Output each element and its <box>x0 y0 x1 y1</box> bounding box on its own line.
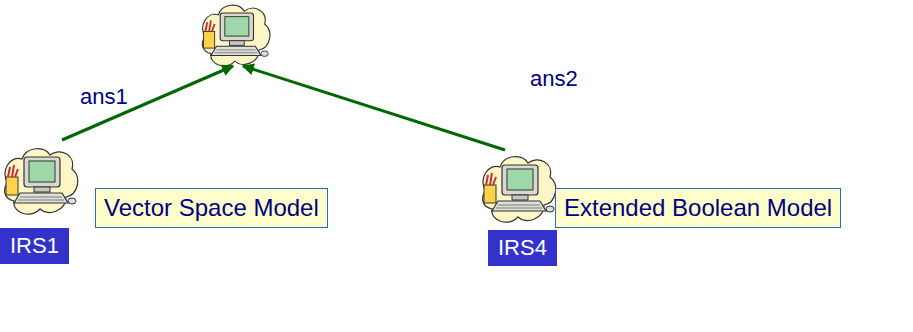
system-name: IRS1 <box>0 228 69 264</box>
system-label: IRS4 <box>488 230 557 266</box>
system-name: IRS4 <box>488 230 557 266</box>
computer-station <box>200 2 270 66</box>
model-station: Extended Boolean Model <box>480 150 905 230</box>
edge-label: ans1 <box>80 84 128 110</box>
computer-icon <box>202 5 270 66</box>
edge-label: ans2 <box>530 66 578 92</box>
model-name: Extended Boolean Model <box>555 188 841 228</box>
computer-icon <box>5 149 78 214</box>
model-station: Vector Space Model <box>5 140 335 230</box>
answer-arrow <box>62 66 233 140</box>
system-label: IRS1 <box>0 228 69 264</box>
answer-arrow <box>243 66 505 150</box>
computer-icon <box>483 157 556 222</box>
model-name: Vector Space Model <box>95 188 328 228</box>
